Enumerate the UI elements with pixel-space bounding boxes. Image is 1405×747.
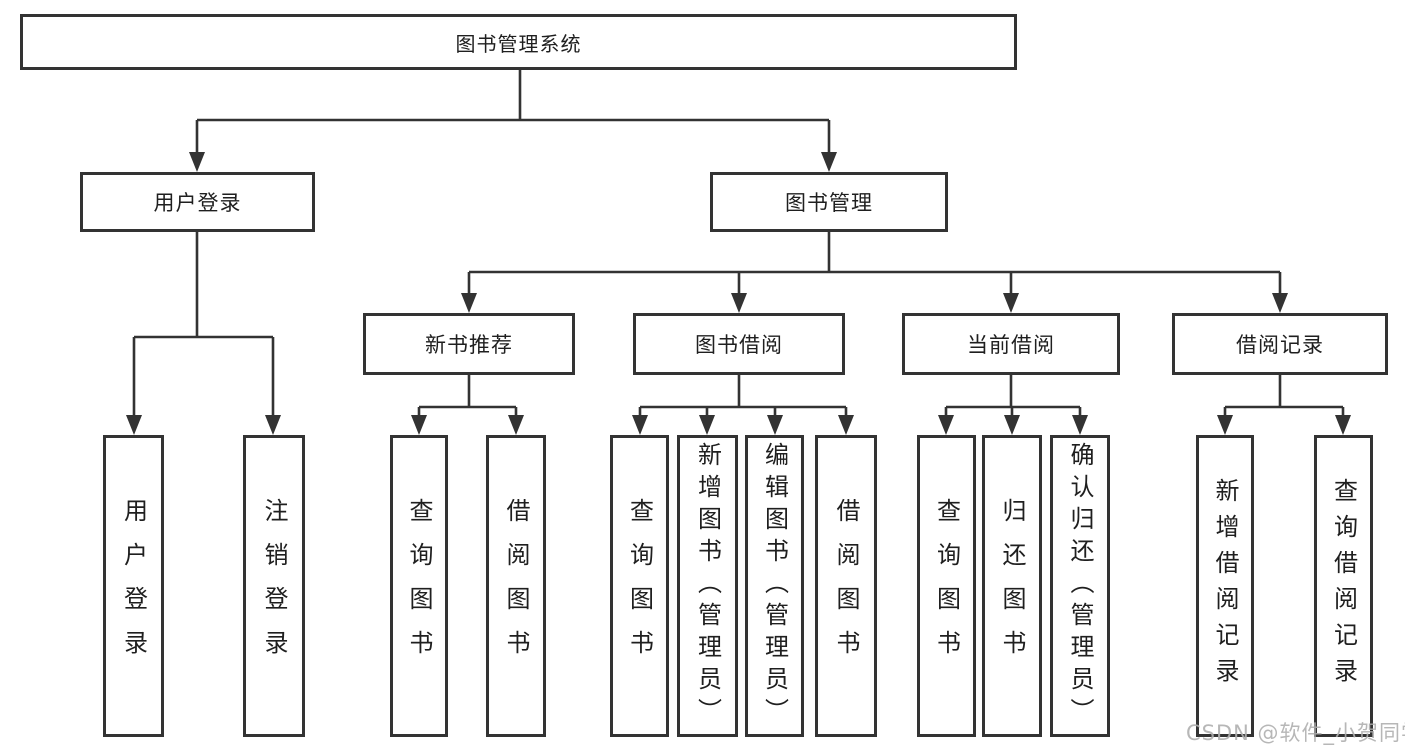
arrow-down-icon — [632, 415, 648, 435]
leaf-confirm-return-admin: 确认归还（管理员） — [1050, 435, 1110, 737]
node-label: 图书管理 — [785, 191, 873, 215]
arrow-down-icon — [838, 415, 854, 435]
arrow-down-icon — [1217, 415, 1233, 435]
node-root: 图书管理系统 — [20, 14, 1017, 70]
node-label: 注销登录 — [260, 498, 288, 674]
arrow-down-icon — [699, 415, 715, 435]
leaf-query-books-1: 查询图书 — [390, 435, 448, 737]
arrow-down-icon — [1003, 293, 1019, 313]
leaf-logout: 注销登录 — [243, 435, 305, 737]
node-label: 图书管理系统 — [455, 31, 582, 56]
watermark: CSDN @软件_小贺同学 — [1186, 721, 1405, 745]
node-label: 借阅图书 — [832, 498, 860, 674]
arrow-down-icon — [265, 415, 281, 435]
node-label: 借阅图书 — [502, 498, 530, 674]
node-current-borrow: 当前借阅 — [902, 313, 1120, 375]
leaf-borrow-books-2: 借阅图书 — [815, 435, 877, 737]
connector-new-book-split — [417, 375, 518, 430]
arrow-down-icon — [1072, 415, 1088, 435]
node-label: 当前借阅 — [967, 333, 1055, 357]
connector-root-to-level2 — [195, 70, 831, 168]
node-borrow-records: 借阅记录 — [1172, 313, 1388, 375]
arrow-down-icon — [1335, 415, 1351, 435]
node-label: 归还图书 — [998, 498, 1026, 674]
node-label: 新增图书（管理员） — [693, 442, 722, 730]
connector-book-management-split — [467, 232, 1282, 308]
leaf-return-books: 归还图书 — [982, 435, 1042, 737]
node-label: 图书借阅 — [695, 333, 783, 357]
node-label: 查询借阅记录 — [1329, 478, 1358, 694]
node-label: 查询图书 — [405, 498, 433, 674]
leaf-add-books-admin: 新增图书（管理员） — [677, 435, 738, 737]
leaf-edit-books-admin: 编辑图书（管理员） — [745, 435, 804, 737]
arrow-down-icon — [189, 152, 205, 172]
arrow-down-icon — [767, 415, 783, 435]
leaf-borrow-books-1: 借阅图书 — [486, 435, 546, 737]
arrow-down-icon — [1272, 293, 1288, 313]
arrow-down-icon — [821, 152, 837, 172]
node-label: 确认归还（管理员） — [1066, 442, 1094, 730]
connector-paths — [132, 70, 1345, 430]
node-label: 用户登录 — [119, 498, 148, 674]
connector-current-borrow-split — [944, 375, 1082, 430]
leaf-query-borrow-record: 查询借阅记录 — [1314, 435, 1373, 737]
connector-borrow-records-split — [1223, 375, 1345, 430]
leaf-add-borrow-record: 新增借阅记录 — [1196, 435, 1254, 737]
node-label: 查询图书 — [932, 498, 961, 674]
node-new-book-recommend: 新书推荐 — [363, 313, 575, 375]
node-label: 新书推荐 — [425, 333, 513, 357]
node-book-borrow: 图书借阅 — [633, 313, 845, 375]
arrow-down-icon — [508, 415, 524, 435]
node-label: 新增借阅记录 — [1211, 478, 1239, 694]
connector-book-borrow-split — [638, 375, 848, 430]
node-user-login: 用户登录 — [80, 172, 315, 232]
arrow-down-icon — [1004, 415, 1020, 435]
node-label: 编辑图书（管理员） — [760, 442, 789, 730]
arrow-down-icon — [731, 293, 747, 313]
arrow-down-icon — [461, 293, 477, 313]
leaf-query-books-2: 查询图书 — [610, 435, 669, 737]
arrow-down-icon — [411, 415, 427, 435]
leaf-query-books-3: 查询图书 — [917, 435, 976, 737]
node-label: 查询图书 — [625, 498, 654, 674]
connector-user-login-split — [132, 232, 275, 430]
node-label: 借阅记录 — [1236, 333, 1324, 357]
node-book-management: 图书管理 — [710, 172, 948, 232]
leaf-user-login: 用户登录 — [103, 435, 164, 737]
node-label: 用户登录 — [153, 191, 242, 215]
arrow-down-icon — [126, 415, 142, 435]
arrow-down-icon — [938, 415, 954, 435]
